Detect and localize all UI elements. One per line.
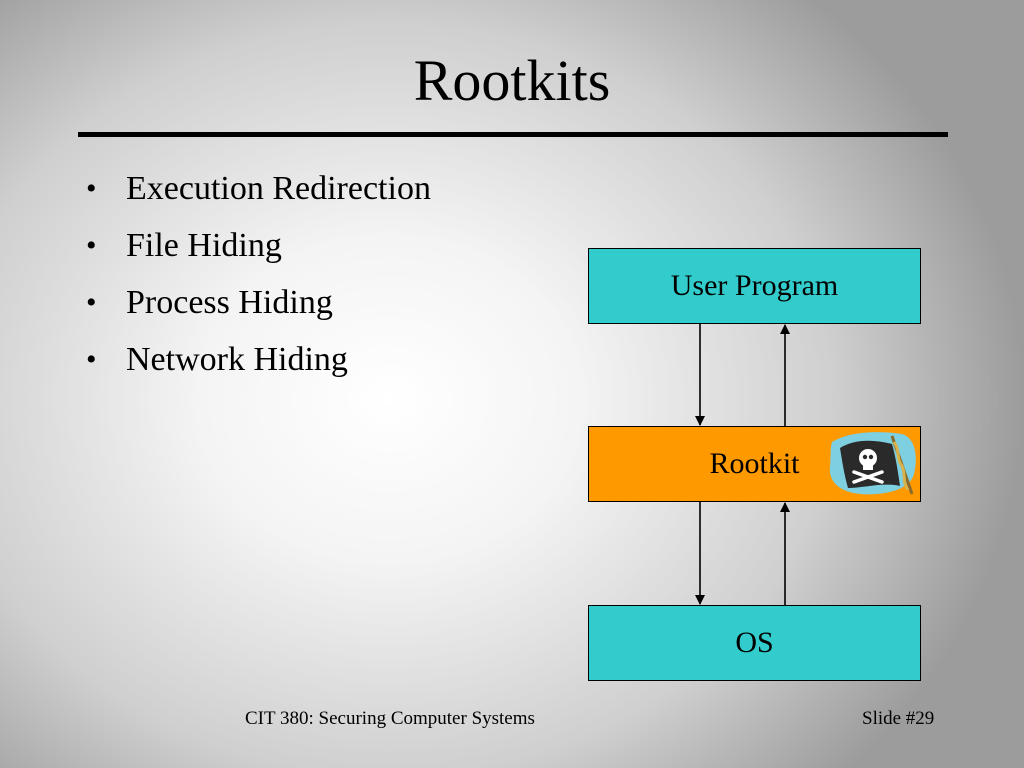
bullet-text: Execution Redirection [126,170,431,207]
user-program-box: User Program [588,248,921,324]
bullet-item: • Process Hiding [84,274,431,331]
bullet-item: • Execution Redirection [84,160,431,217]
footer-course: CIT 380: Securing Computer Systems [245,708,535,729]
bullet-dot: • [86,343,97,376]
bullet-dot: • [86,172,97,205]
bullet-text: Process Hiding [126,284,333,321]
user-program-label: User Program [670,269,839,302]
os-box: OS [588,605,921,681]
bullet-dot: • [86,229,97,262]
title-underline [78,132,948,137]
rootkit-label: Rootkit [709,447,800,480]
bullet-list: • Execution Redirection • File Hiding • … [84,160,431,388]
bullet-text: Network Hiding [126,341,348,378]
bullet-item: • Network Hiding [84,331,431,388]
pirate-flag-icon [829,432,916,495]
bullet-item: • File Hiding [84,217,431,274]
bullet-text: File Hiding [126,227,282,264]
footer-slide-number: Slide #29 [862,708,935,729]
bullet-dot: • [86,286,97,319]
os-label: OS [735,626,774,659]
slide-title: Rootkits [413,48,611,113]
